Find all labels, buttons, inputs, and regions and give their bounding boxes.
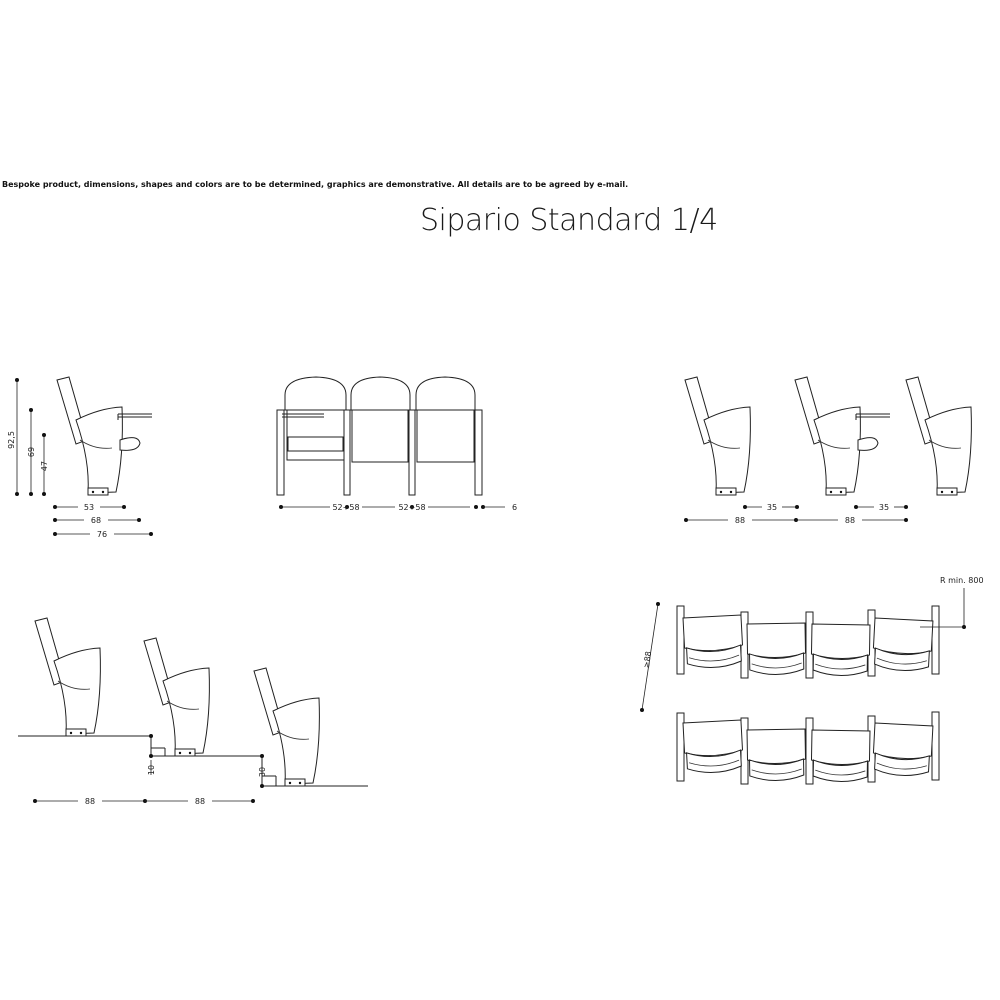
dim-arm-width: 6	[512, 503, 517, 512]
dim-step-1: 10	[147, 765, 156, 775]
plan-view: R min. 800 ≥88	[640, 576, 984, 785]
dim-depth-tablet: 76	[97, 530, 107, 539]
dim-depth-closed: 53	[84, 503, 94, 512]
dim-seat-width-1: 52÷58	[332, 503, 359, 512]
product-title: Sipario Standard 1/4	[420, 203, 718, 238]
side-view: 92,5 69 47 53 68 76	[7, 377, 153, 539]
dim-step-2: 30	[258, 767, 267, 777]
dim-clearance-1: 35	[767, 503, 777, 512]
plan-row-2	[676, 711, 940, 785]
disclaimer-text: Bespoke product, dimensions, shapes and …	[2, 180, 629, 189]
front-view: 52÷58 52÷58 6	[276, 376, 517, 512]
plan-row-1	[676, 605, 940, 679]
chair-row-1	[684, 376, 751, 496]
dim-clearance-2: 35	[879, 503, 889, 512]
dim-tier-pitch-2: 88	[195, 797, 205, 806]
dim-height-total: 92,5	[7, 431, 16, 449]
dim-height-seat: 47	[40, 461, 49, 471]
dim-pitch-1: 88	[735, 516, 745, 525]
chair-side-profile	[57, 377, 152, 495]
dim-pitch-2: 88	[845, 516, 855, 525]
tier-chair-1	[34, 617, 101, 737]
row-spacing-view: 35 35 88 88	[684, 376, 972, 525]
radius-label: R min. 800	[940, 576, 984, 585]
tiered-view: 10 30 88 88	[18, 617, 368, 806]
tier-chair-2	[143, 637, 210, 757]
dim-depth-open: 68	[91, 516, 101, 525]
dim-tier-pitch-1: 88	[85, 797, 95, 806]
chair-row-2	[795, 377, 890, 495]
dim-height-arm: 69	[27, 447, 36, 457]
dim-row-pitch: ≥88	[642, 651, 653, 669]
dim-seat-width-2: 52÷58	[398, 503, 425, 512]
chair-row-3	[905, 376, 972, 496]
